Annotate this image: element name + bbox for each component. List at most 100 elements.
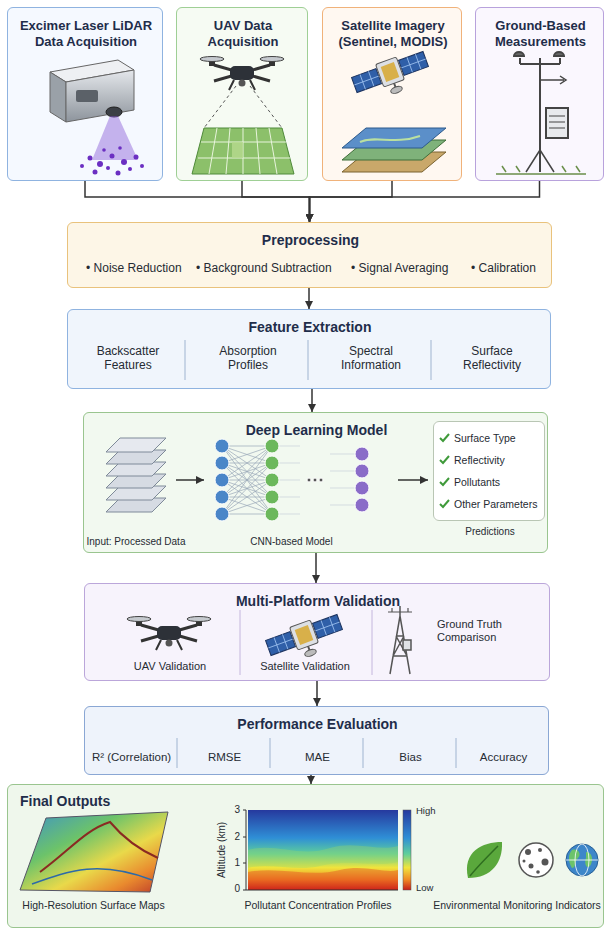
text-slot: Accuracy bbox=[457, 751, 550, 765]
concentration-profile-part bbox=[248, 868, 398, 890]
box-text: Pollutants bbox=[454, 476, 544, 489]
concentration-profile-part bbox=[403, 810, 411, 890]
box-text: Predictions bbox=[424, 526, 556, 538]
column-separators bbox=[240, 610, 372, 675]
neural-network-part bbox=[222, 446, 272, 463]
ground-tower-part bbox=[403, 640, 411, 650]
box-title: Satellite Imagery (Sentinel, MODIS) bbox=[327, 18, 459, 49]
box-text: R² (Correlation) bbox=[85, 751, 178, 765]
lidar-device-part-part bbox=[102, 148, 106, 152]
lidar-device-part-part bbox=[121, 159, 127, 165]
neural-network-part bbox=[355, 481, 369, 495]
text-slot: • Noise Reduction bbox=[86, 261, 194, 275]
neural-network-part bbox=[222, 446, 272, 463]
panel-fill bbox=[176, 7, 308, 181]
check-marks bbox=[440, 434, 449, 507]
text-slot: Spectral Information bbox=[321, 344, 421, 373]
neural-network-part bbox=[215, 473, 229, 487]
neural-network-part bbox=[222, 463, 272, 514]
lidar-device-part bbox=[66, 70, 134, 122]
lidar-device-part-part bbox=[97, 161, 103, 167]
axis-label: 3 bbox=[222, 804, 240, 816]
box-title: Ground-Based Measurements bbox=[480, 18, 601, 49]
text-slot: Final Outputs bbox=[20, 793, 160, 810]
output-box: Final OutputsHigh-Resolution Surface Map… bbox=[7, 784, 604, 928]
check-marks-part bbox=[440, 500, 449, 507]
panel-fill bbox=[67, 222, 552, 288]
axis-label: 0 bbox=[222, 883, 240, 895]
flow-pointer bbox=[176, 479, 204, 481]
weather-station-part bbox=[520, 63, 560, 65]
flow-arrow bbox=[308, 288, 310, 309]
neural-network-part bbox=[265, 456, 279, 470]
neural-network-part bbox=[313, 478, 317, 482]
input-stack-part bbox=[106, 438, 166, 452]
satellite-icon bbox=[264, 611, 347, 669]
weather-station-part bbox=[539, 58, 541, 172]
model-box: Deep Learning ModelInput: Processed Data… bbox=[83, 412, 548, 553]
neural-network-part bbox=[307, 478, 311, 482]
indicator-icons-part-part bbox=[542, 859, 549, 866]
text-slot: High-Resolution Surface Maps bbox=[11, 899, 176, 912]
box-text: Absorption Profiles bbox=[198, 344, 298, 373]
panel-fill bbox=[322, 7, 462, 181]
satellite-imagery bbox=[342, 48, 446, 172]
text-slot: Bias bbox=[364, 751, 457, 765]
text-slot: 1 bbox=[222, 857, 240, 869]
text-slot: MAE bbox=[271, 751, 364, 765]
lidar-device-part-part bbox=[116, 171, 121, 176]
text-slot: Preprocessing bbox=[68, 232, 553, 249]
box-title: Performance Evaluation bbox=[85, 716, 550, 733]
text-slot: Excimer Laser LiDAR Data Acquisition bbox=[14, 18, 158, 49]
text-slot: Surface Type bbox=[454, 432, 544, 445]
axis-label: Low bbox=[416, 882, 446, 893]
concentration-profile-part bbox=[248, 810, 398, 890]
text-slot: R² (Correlation) bbox=[85, 751, 178, 765]
text-slot: Backscatter Features bbox=[78, 344, 178, 373]
uav-survey-part bbox=[232, 142, 243, 158]
text-slot: Surface Reflectivity bbox=[442, 344, 542, 373]
neural-network-part bbox=[265, 507, 279, 521]
indicator-icons-part bbox=[467, 842, 502, 878]
neural-network-part bbox=[319, 478, 323, 482]
text-slot: 3 bbox=[222, 804, 240, 816]
flow-arrow bbox=[315, 553, 317, 583]
panel-fill bbox=[475, 7, 604, 181]
text-slot: CNN-based Model bbox=[224, 536, 359, 548]
box-text: • Background Subtraction bbox=[196, 261, 348, 275]
text-slot: 0 bbox=[222, 883, 240, 895]
satellite-imagery-part bbox=[342, 128, 446, 148]
panel-fill bbox=[7, 784, 604, 928]
panel-fill bbox=[433, 421, 545, 521]
ground-tower-part bbox=[390, 606, 410, 674]
text-slot: • Calibration bbox=[471, 261, 551, 275]
flow-arrow bbox=[311, 389, 313, 412]
text-slot: Predictions bbox=[424, 526, 556, 538]
axis-label: 2 bbox=[222, 831, 240, 843]
box-text: Satellite Validation bbox=[240, 660, 370, 673]
process-box: Feature ExtractionBackscatter FeaturesAb… bbox=[67, 309, 551, 389]
neural-network-part bbox=[222, 463, 272, 514]
text-slot: Low bbox=[416, 882, 446, 893]
uav-survey-part bbox=[198, 128, 290, 174]
flow-arrow bbox=[242, 181, 310, 222]
box-text: Reflectivity bbox=[454, 454, 544, 467]
text-slot: 2 bbox=[222, 831, 240, 843]
box-title: Preprocessing bbox=[68, 232, 553, 249]
neural-network-part bbox=[215, 456, 229, 470]
neural-network-part bbox=[265, 490, 279, 504]
box-text: High-Resolution Surface Maps bbox=[11, 899, 176, 912]
flow-arrow bbox=[310, 181, 540, 222]
lidar-device-part bbox=[106, 107, 122, 117]
source-box: Excimer Laser LiDAR Data Acquisition bbox=[7, 7, 163, 181]
weather-station-part bbox=[526, 150, 554, 172]
indicator-icons-part bbox=[523, 848, 549, 874]
column-separators bbox=[185, 340, 431, 380]
text-slot: • Background Subtraction bbox=[196, 261, 348, 275]
flow-arrow bbox=[316, 681, 318, 706]
weather-station-part bbox=[514, 52, 564, 56]
box-text: Environmental Monitoring Indicators bbox=[433, 899, 601, 912]
uav-survey-part bbox=[192, 128, 294, 174]
source-box: UAV Data Acquisition bbox=[176, 7, 308, 181]
